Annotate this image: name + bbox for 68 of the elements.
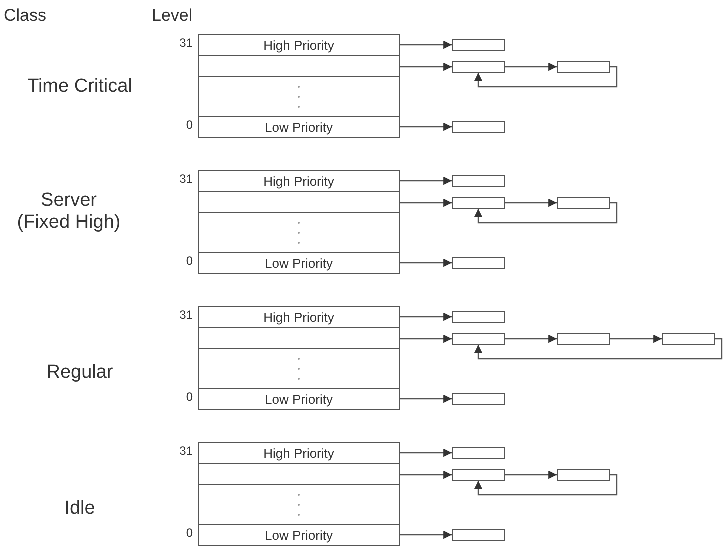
column-heading: Level [152,6,193,26]
priority-row [198,463,400,485]
level-number: 0 [186,526,193,540]
level-number: 0 [186,254,193,268]
level-number: 31 [180,444,193,458]
level-number: 0 [186,118,193,132]
return-arrow [474,66,618,88]
queue-box [452,311,505,323]
queue-box [452,529,505,541]
priority-row: Low Priority [198,116,400,138]
arrow [400,334,452,344]
level-number: 31 [180,36,193,50]
priority-row: High Priority [198,442,400,464]
level-number: 31 [180,172,193,186]
priority-row [198,212,400,253]
queue-box [452,121,505,133]
priority-row: High Priority [198,306,400,328]
priority-row: Low Priority [198,252,400,274]
queue-box [557,469,610,481]
arrow [400,470,452,480]
queue-box [452,333,505,345]
arrow [505,198,557,208]
priority-row [198,191,400,213]
arrow [400,122,452,132]
priority-row: Low Priority [198,524,400,546]
queue-box [662,333,715,345]
return-arrow [474,474,618,496]
arrow [400,40,452,50]
priority-row [198,76,400,117]
priority-row: High Priority [198,34,400,56]
arrow [505,62,557,72]
class-name: Idle [64,498,96,520]
priority-row: Low Priority [198,388,400,410]
priority-row [198,348,400,389]
arrow [400,198,452,208]
class-name: Regular [46,362,114,384]
queue-box [452,39,505,51]
arrow [400,62,452,72]
arrow [400,448,452,458]
arrow [400,258,452,268]
arrow [610,334,662,344]
level-number: 0 [186,390,193,404]
queue-box [452,61,505,73]
queue-box [452,393,505,405]
column-heading: Class [4,6,47,26]
return-arrow [474,202,618,224]
queue-box [557,333,610,345]
priority-row: High Priority [198,170,400,192]
priority-row [198,484,400,525]
arrow [505,334,557,344]
arrow [400,394,452,404]
queue-box [452,175,505,187]
queue-box [452,447,505,459]
arrow [400,530,452,540]
queue-box [452,197,505,209]
queue-box [557,197,610,209]
queue-box [557,61,610,73]
return-arrow [474,338,723,360]
queue-box [452,469,505,481]
queue-box [452,257,505,269]
arrow [505,470,557,480]
class-name: Server (Fixed High) [16,190,122,234]
level-number: 31 [180,308,193,322]
priority-row [198,55,400,77]
class-name: Time Critical [26,76,134,98]
arrow [400,176,452,186]
priority-row [198,327,400,349]
arrow [400,312,452,322]
